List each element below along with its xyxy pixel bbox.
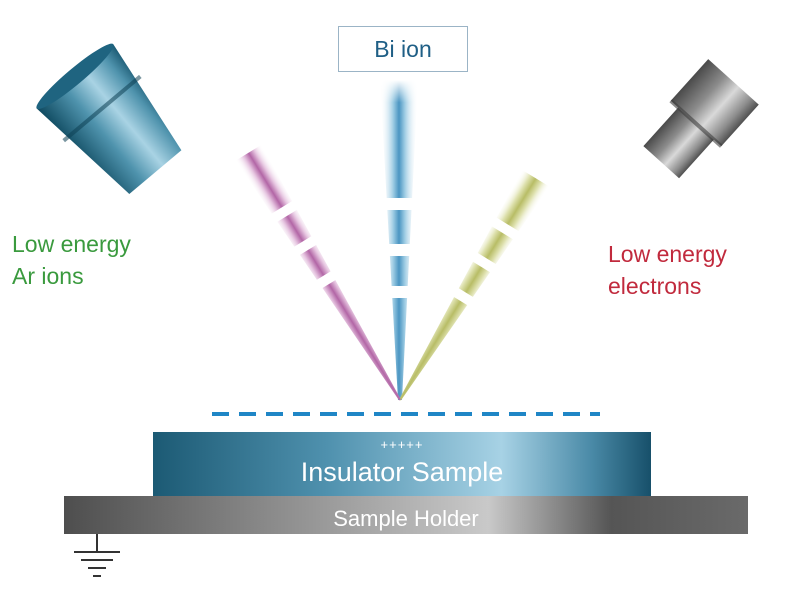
sample-holder-block (64, 496, 748, 534)
insulator-sample-block (153, 432, 651, 496)
electron-gun (643, 59, 759, 179)
electron-beam (235, 144, 401, 401)
bi-ion-label-box: Bi ion (338, 26, 468, 72)
electron-label-line2: electrons (608, 273, 702, 299)
positive-charge-marks: +++++ (380, 437, 424, 452)
electron-label-line1: Low energy (608, 241, 727, 267)
ar-ion-beam (399, 169, 550, 401)
ar-ion-label: Low energy Ar ions (12, 228, 131, 292)
electron-label: Low energy electrons (608, 238, 727, 302)
bi-ion-beam (370, 80, 430, 400)
insulator-sample-label: Insulator Sample (300, 457, 504, 487)
bi-ion-label: Bi ion (374, 35, 432, 62)
ar-ion-label-line1: Low energy (12, 231, 131, 257)
ar-ion-gun (36, 43, 182, 194)
ar-ion-label-line2: Ar ions (12, 263, 84, 289)
ground-icon (74, 534, 120, 577)
sample-holder-label: Sample Holder (333, 506, 479, 531)
